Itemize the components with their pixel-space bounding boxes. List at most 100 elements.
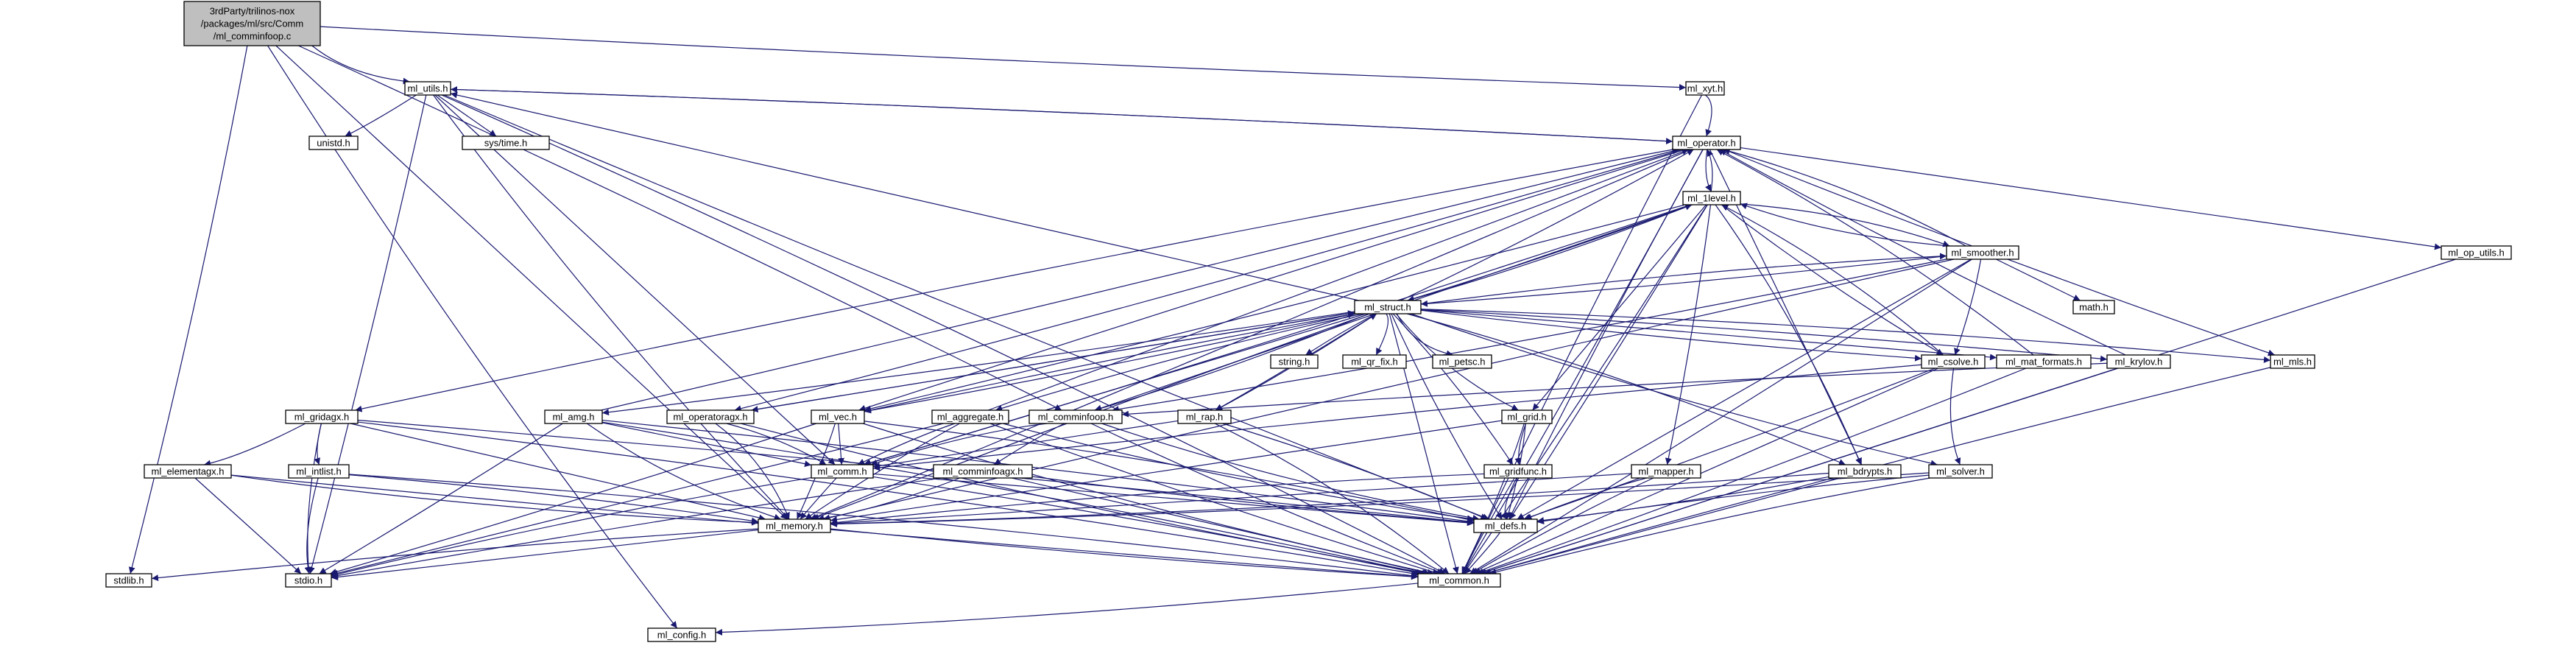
edge-ml_comm-to-ml_common — [872, 476, 1422, 576]
node-ml-1level[interactable]: ml_1level.h — [1682, 191, 1741, 205]
edge-ml_xyt-to-ml_operator — [1704, 94, 1712, 137]
node-ml-rap[interactable]: ml_rap.h — [1177, 409, 1232, 424]
node-ml-grid[interactable]: ml_grid.h — [1501, 409, 1553, 424]
edge-ml_struct-to-ml_krylov — [1420, 309, 2108, 362]
node-ml-smoother[interactable]: ml_smoother.h — [1946, 245, 2019, 260]
node-ml-csolve[interactable]: ml_csolve.h — [1921, 354, 1986, 369]
edge-ml_csolve-to-ml_defs — [1523, 368, 1935, 521]
node-label: stdlib.h — [113, 575, 144, 586]
edge-ml_utils-to-ml_defs — [443, 94, 1490, 520]
node-unistd[interactable]: unistd.h — [308, 136, 359, 150]
node-box — [1028, 409, 1123, 424]
node-ml-krylov[interactable]: ml_krylov.h — [2106, 354, 2171, 369]
edge-ml_operator-to-ml_1level — [1705, 149, 1712, 192]
edge-ml_gridagx-to-ml_defs — [357, 419, 1475, 526]
node-label: ml_common.h — [1429, 575, 1489, 586]
edge-ml_elementagx-to-ml_memory — [230, 474, 759, 526]
node-label: ml_1level.h — [1687, 193, 1736, 204]
node-ml-amg[interactable]: ml_amg.h — [544, 409, 603, 424]
node-box — [285, 409, 359, 424]
node-ml-comminfoagx[interactable]: ml_comminfoagx.h — [933, 464, 1033, 479]
node-box — [288, 464, 350, 479]
edge-ml_struct-to-ml_defs — [1391, 313, 1503, 520]
edge-ml_bdrypts-to-ml_common — [1483, 477, 1841, 576]
node-box — [1270, 354, 1319, 369]
node-ml-bdrypts[interactable]: ml_bdrypts.h — [1828, 464, 1902, 479]
node-ml-intlist[interactable]: ml_intlist.h — [288, 464, 350, 479]
edge-ml_struct-to-ml_smoother — [1420, 253, 1947, 305]
node-box — [2072, 300, 2115, 314]
edge-ml_utils-to-unistd — [345, 94, 417, 137]
edge-ml_rap-to-ml_comm — [872, 420, 1179, 469]
node-ml-common[interactable]: ml_common.h — [1417, 573, 1501, 588]
node-ml-utils[interactable]: ml_utils.h — [404, 81, 451, 96]
node-ml-mapper[interactable]: ml_mapper.h — [1631, 464, 1701, 479]
edge-ml_solver-to-ml_defs — [1536, 474, 1930, 525]
node-systime: sys/time.h — [462, 136, 550, 150]
edge-ml_solver-to-ml_common — [1489, 477, 1930, 576]
node-label: ml_op_utils.h — [2448, 247, 2505, 259]
node-box — [758, 518, 831, 533]
edge-ml_struct-to-ml_mls — [1420, 309, 2271, 363]
node-ml-aggregate[interactable]: ml_aggregate.h — [931, 409, 1009, 424]
edge-ml_smoother-to-ml_csolve — [1954, 259, 1982, 356]
edge-ml_struct-to-ml_mat_formats — [1420, 309, 1997, 361]
node-ml-operator[interactable]: ml_operator.h — [1672, 136, 1741, 150]
node-ml-mls[interactable]: ml_mls.h — [2270, 354, 2315, 369]
node-label: ml_operator.h — [1677, 138, 1736, 149]
edge-ml_struct-to-ml_1level — [1407, 203, 1693, 301]
node-label: ml_memory.h — [766, 521, 823, 532]
node-box — [404, 81, 451, 96]
edge-ml_struct-to-ml_comminfoop — [1094, 313, 1369, 412]
edge-ml_memory-to-stdlib — [151, 528, 759, 582]
edge-ml_csolve-to-ml_solver — [1949, 368, 1961, 465]
node-ml-mat-formats[interactable]: ml_mat_formats.h — [1996, 354, 2092, 369]
node-ml-comminfoop[interactable]: ml_comminfoop.h — [1028, 409, 1123, 424]
edge-ml_comminfoagx-to-ml_defs — [1031, 476, 1475, 526]
node-label: ml_mat_formats.h — [2005, 356, 2082, 368]
node-ml-operatoragx[interactable]: ml_operatoragx.h — [666, 409, 755, 424]
edge-ml_aggregate-to-stdio — [331, 423, 944, 577]
node-label: ml_gridfunc.h — [1489, 466, 1547, 477]
node-box — [1177, 409, 1232, 424]
edge-ml_intlist-to-stdio — [304, 477, 319, 574]
edge-ml_1level-to-ml_operator — [1707, 149, 1713, 192]
edge-ml_krylov-to-ml_common — [1479, 368, 2119, 575]
node-ml-memory[interactable]: ml_memory.h — [758, 518, 831, 533]
edge-ml_struct-to-ml_operator — [1400, 149, 1694, 301]
node-ml-qr-fix[interactable]: ml_qr_fix.h — [1342, 354, 1407, 369]
node-ml-op-utils[interactable]: ml_op_utils.h — [2441, 245, 2512, 260]
node-ml-vec[interactable]: ml_vec.h — [811, 409, 865, 424]
node-ml-struct[interactable]: ml_struct.h — [1354, 300, 1422, 314]
edge-ml_utils-to-ml_common — [441, 94, 1446, 574]
edge-ml_bdrypts-to-ml_memory — [830, 472, 1829, 527]
node-ml-solver[interactable]: ml_solver.h — [1928, 464, 1993, 479]
edge-ml_mapper-to-ml_common — [1471, 477, 1654, 574]
edge-ml_common-to-ml_config — [715, 583, 1419, 636]
edge-ml_smoother-to-ml_operator — [1723, 148, 1966, 247]
edge-ml_amg-to-ml_comm — [601, 422, 812, 468]
node-ml-elementagx[interactable]: ml_elementagx.h — [144, 464, 232, 479]
edge-ml_struct-to-ml_comm — [864, 313, 1366, 466]
node-label: ml_comminfoagx.h — [942, 466, 1023, 477]
edge-ml_comminfoagx-to-ml_memory — [817, 477, 961, 522]
node-ml-petsc[interactable]: ml_petsc.h — [1432, 354, 1492, 369]
node-label: ml_config.h — [657, 630, 706, 641]
edge-ml_mat_formats-to-ml_common — [1476, 368, 2027, 575]
edge-ml_gridfunc-to-ml_memory — [830, 473, 1485, 526]
edge-ml_aggregate-to-ml_memory — [805, 423, 960, 520]
node-ml-xyt[interactable]: ml_xyt.h — [1685, 81, 1725, 96]
node-label: ml_grid.h — [1507, 412, 1546, 423]
node-ml-gridfunc[interactable]: ml_gridfunc.h — [1483, 464, 1553, 479]
edge-ml_operator-to-ml_gridagx — [355, 149, 1673, 412]
edge-ml_1level-to-ml_common — [1463, 204, 1708, 574]
edge-ml_vec-to-stdio — [329, 423, 817, 575]
node-ml-defs[interactable]: ml_defs.h — [1473, 518, 1538, 533]
edge-ml_struct-to-ml_aggregate — [995, 313, 1363, 412]
edge-ml_gridagx-to-ml_elementagx — [204, 423, 306, 467]
node-ml-gridagx[interactable]: ml_gridagx.h — [285, 409, 359, 424]
node-label: ml_elementagx.h — [152, 466, 225, 477]
node-box — [308, 136, 359, 150]
node-label: ml_qr_fix.h — [1351, 356, 1398, 368]
node-ml-comm[interactable]: ml_comm.h — [811, 464, 874, 479]
